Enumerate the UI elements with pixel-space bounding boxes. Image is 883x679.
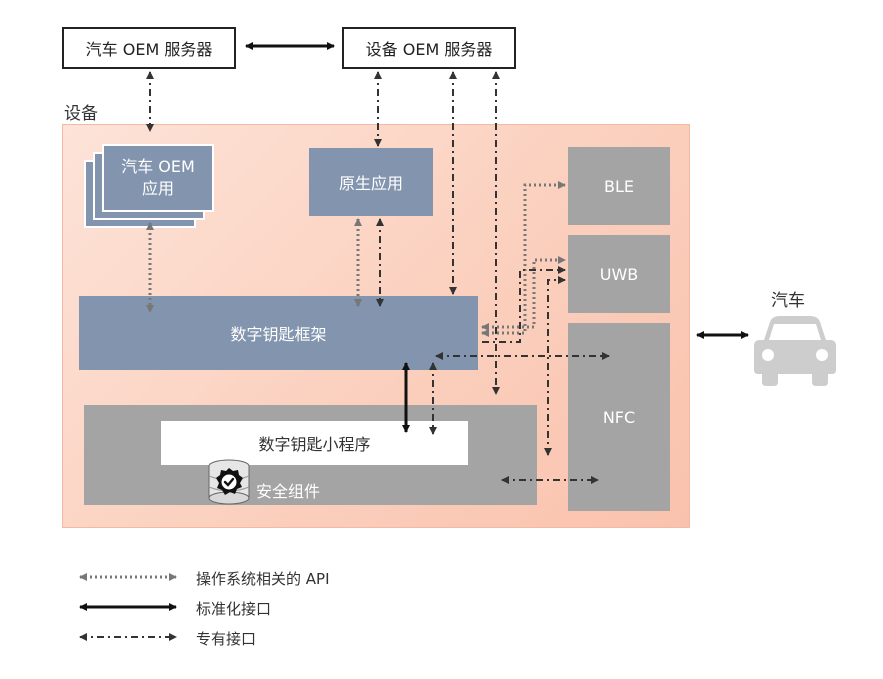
ble-module: BLE xyxy=(568,147,670,225)
car-oem-app-label-2: 应用 xyxy=(141,179,174,198)
uwb-label: UWB xyxy=(599,264,639,284)
car-oem-server: 汽车 OEM 服务器 xyxy=(62,27,236,69)
car-oem-app: 汽车 OEM 应用 xyxy=(102,144,214,212)
digital-key-framework: 数字钥匙框架 xyxy=(79,296,478,370)
nfc-label: NFC xyxy=(602,407,636,427)
digital-key-applet-label: 数字钥匙小程序 xyxy=(258,435,371,454)
device-title: 设备 xyxy=(64,104,98,124)
device-oem-server: 设备 OEM 服务器 xyxy=(342,27,516,69)
legend-standard: 标准化接口 xyxy=(196,600,272,618)
legend-proprietary: 专有接口 xyxy=(196,630,257,648)
native-app-label: 原生应用 xyxy=(338,174,403,193)
legend-os-api: 操作系统相关的 API xyxy=(196,570,330,588)
uwb-module: UWB xyxy=(568,235,670,313)
nfc-module: NFC xyxy=(568,323,670,511)
native-app: 原生应用 xyxy=(309,148,433,216)
secure-element-label: 安全组件 xyxy=(256,482,321,501)
car-oem-server-label: 汽车 OEM 服务器 xyxy=(85,40,213,59)
digital-key-applet: 数字钥匙小程序 xyxy=(161,421,468,465)
car-oem-app-label-1: 汽车 OEM xyxy=(121,157,195,176)
ble-label: BLE xyxy=(604,176,634,196)
car-label: 汽车 xyxy=(771,291,805,311)
car-icon xyxy=(754,316,836,386)
shield-check-icon xyxy=(208,459,250,505)
digital-key-framework-label: 数字钥匙框架 xyxy=(230,325,327,344)
device-oem-server-label: 设备 OEM 服务器 xyxy=(365,40,493,59)
